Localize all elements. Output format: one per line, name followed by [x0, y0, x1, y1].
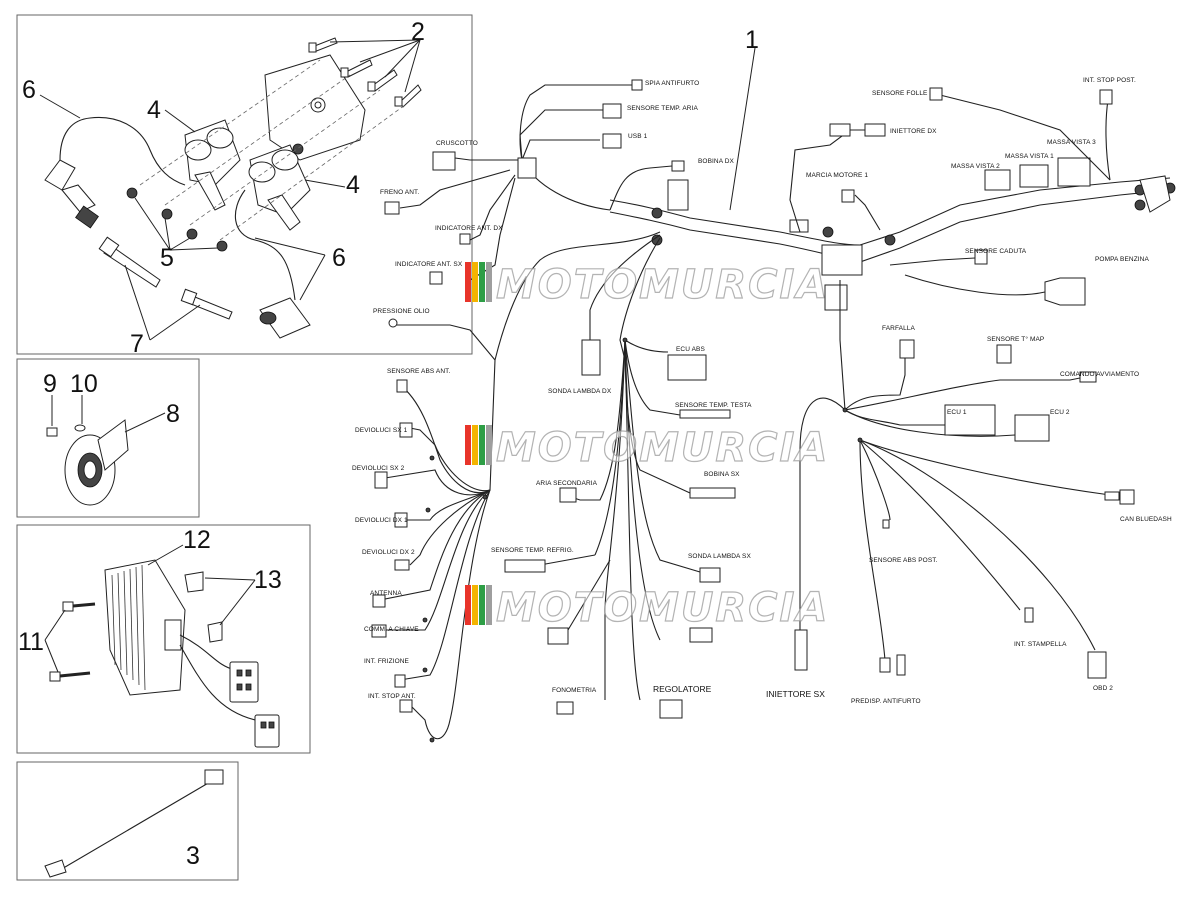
label-sensore-abs-ant: SENSORE ABS ANT.: [387, 368, 450, 375]
label-obd-2: OBD 2: [1093, 685, 1113, 692]
label-devioluci-sx-1: DEVIOLUCI SX 1: [355, 427, 408, 434]
ref-number: 8: [166, 400, 180, 428]
sensor-cable-group: [44, 769, 224, 878]
label-massa-vista-2: MASSA VISTA 2: [951, 163, 1000, 170]
ref-number: 6: [22, 76, 36, 104]
ref-number: 12: [183, 526, 211, 554]
label-sensore-caduta: SENSORE CADUTA: [965, 248, 1027, 255]
regulator-group: [44, 544, 280, 748]
label-bobina-dx: BOBINA DX: [698, 158, 735, 165]
watermark-text-bottom: MOTOMURCIA: [496, 585, 829, 631]
label-sensore-map: SENSORE T° MAP: [987, 335, 1044, 343]
inset-horn-panel: [16, 358, 200, 518]
label-pompa-benzina: POMPA BENZINA: [1095, 256, 1149, 263]
label-devioluci-dx-1: DEVIOLUCI DX 1: [355, 517, 408, 524]
label-cruscotto: CRUSCOTTO: [436, 140, 478, 147]
label-sensore-temp-aria: SENSORE TEMP. ARIA: [627, 105, 698, 112]
horn-group: [46, 395, 166, 506]
label-pressione-olio: PRESSIONE OLIO: [373, 308, 430, 315]
label-comm-chiave: COMM. A CHIAVE: [364, 626, 419, 633]
label-devioluci-sx-2: DEVIOLUCI SX 2: [352, 465, 405, 472]
label-farfalla: FARFALLA: [882, 325, 916, 332]
label-int-stop-post: INT. STOP POST.: [1083, 77, 1136, 84]
label-int-frizione: INT. FRIZIONE: [364, 658, 410, 665]
label-fonometria: FONOMETRIA: [552, 687, 597, 694]
watermark-top: MOTOMURCIA: [465, 261, 829, 309]
label-antenna: ANTENNA: [370, 590, 402, 597]
label-indicatore-ant-sx: INDICATORE ANT. SX: [395, 261, 463, 268]
label-ecu-abs: ECU ABS: [676, 346, 705, 353]
label-sonda-lambda-sx: SONDA LAMBDA SX: [688, 553, 751, 560]
ref-number: 7: [130, 330, 144, 358]
label-comando-avviamento: COMANDO AVVIAMENTO: [1060, 371, 1139, 378]
ref-number: 1: [745, 26, 759, 54]
ignition-coil-group: [39, 37, 422, 341]
label-sensore-folle: SENSORE FOLLE: [872, 90, 928, 97]
watermark-text-middle: MOTOMURCIA: [496, 425, 829, 471]
ref-number: 2: [411, 18, 425, 46]
label-indicatore-ant-dx: INDICATORE ANT. DX: [435, 225, 503, 232]
label-sensore-temp-testa: SENSORE TEMP. TESTA: [675, 402, 752, 409]
connector-labels: SPIA ANTIFURTO SENSORE TEMP. ARIA USB 1 …: [352, 77, 1172, 705]
watermark-text-top: MOTOMURCIA: [496, 262, 829, 308]
ref-number: 3: [186, 842, 200, 870]
ref-number: 13: [254, 566, 282, 594]
watermark-bottom: MOTOMURCIA: [465, 584, 829, 632]
ref-number: 4: [147, 96, 161, 124]
label-sonda-lambda-dx: SONDA LAMBDA DX: [548, 388, 612, 395]
label-ecu-2: ECU 2: [1050, 409, 1070, 416]
ref-number: 10: [70, 370, 98, 398]
label-massa-vista-3: MASSA VISTA 3: [1047, 139, 1096, 146]
ref-number: 5: [160, 244, 174, 272]
label-int-stampella: INT. STAMPELLA: [1014, 641, 1067, 648]
label-freno-ant: FRENO ANT.: [380, 189, 419, 196]
label-can-bluedash: CAN BLUEDASH: [1120, 516, 1172, 523]
label-usb: USB 1: [628, 133, 648, 140]
label-massa-vista-1: MASSA VISTA 1: [1005, 153, 1054, 160]
ref-number: 4: [346, 171, 360, 199]
label-iniettore-dx: INIETTORE DX: [890, 128, 937, 135]
label-bobina-sx: BOBINA SX: [704, 471, 740, 478]
ref-number: 11: [18, 628, 44, 656]
inset-ignition-panel: [16, 14, 473, 355]
inset-sensor-panel: [16, 761, 239, 881]
ref-number: 6: [332, 244, 346, 272]
label-sensore-temp-refrig: SENSORE TEMP. REFRIG.: [491, 547, 574, 554]
watermark-middle: MOTOMURCIA: [465, 424, 829, 472]
inset-regulator-panel: [16, 524, 311, 754]
label-devioluci-dx-2: DEVIOLUCI DX 2: [362, 549, 415, 556]
ref-number: 9: [43, 370, 57, 398]
label-int-stop-ant: INT. STOP ANT.: [368, 693, 416, 700]
label-sensore-abs-post: SENSORE ABS POST.: [869, 557, 938, 564]
label-regolatore: REGOLATORE: [653, 684, 712, 694]
label-iniettore-sx: INIETTORE SX: [766, 689, 825, 699]
label-ecu-1: ECU 1: [947, 409, 967, 416]
label-aria-secondaria: ARIA SECONDARIA: [536, 480, 598, 487]
label-spia-antifurto: SPIA ANTIFURTO: [645, 80, 699, 87]
label-predisp-antifurto: PREDISP. ANTIFURTO: [851, 698, 921, 705]
main-harness: [371, 47, 1176, 743]
label-marcia-motore: MARCIA MOTORE 1: [806, 172, 868, 179]
